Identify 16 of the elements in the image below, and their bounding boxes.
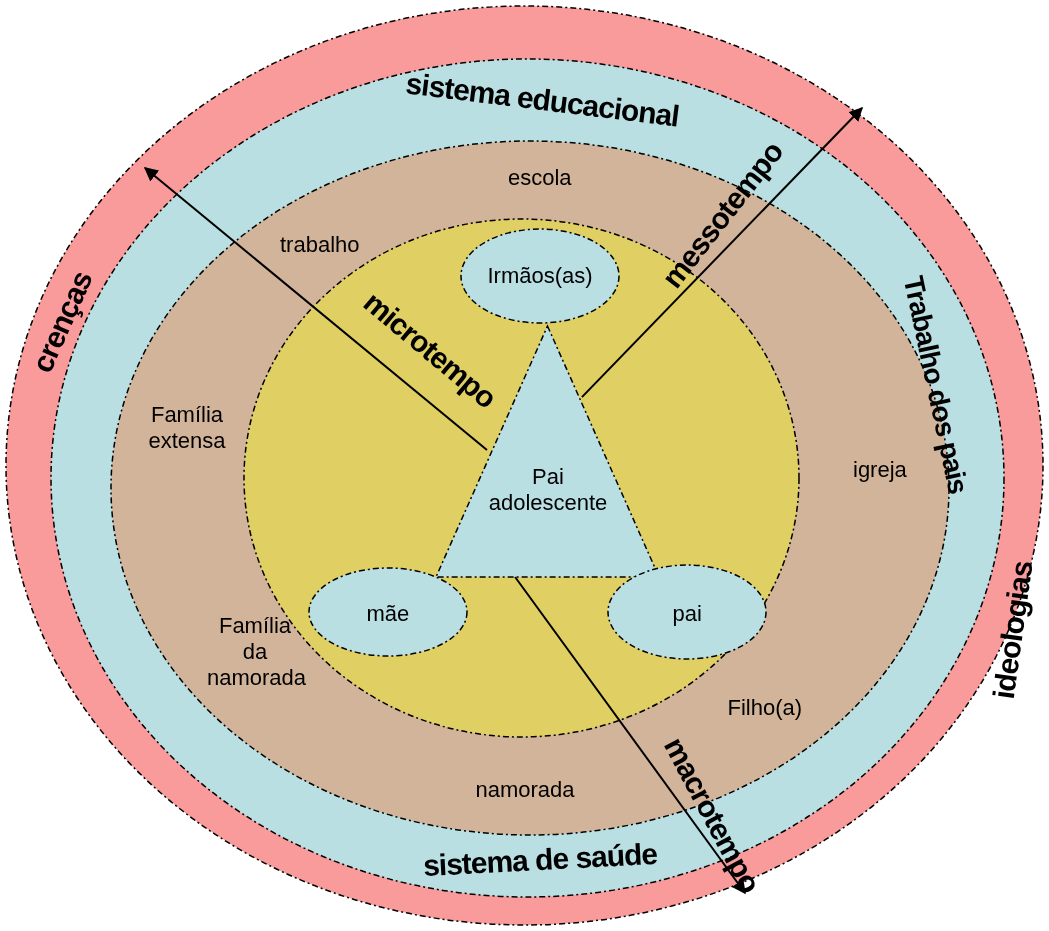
arrow [580, 107, 863, 399]
label-text: mãe [366, 601, 410, 628]
label-text: sistema educacional [403, 65, 681, 135]
label-text: Família extensa [147, 401, 227, 455]
label-text: pai [672, 601, 702, 628]
label-text: Filho(a) [727, 695, 803, 722]
label-text: trabalho [280, 232, 360, 259]
label-text: Pai adolescente [487, 463, 609, 517]
label-text: sistema de saúde [422, 835, 658, 885]
label-text: igreja [853, 457, 907, 484]
label-text: namorada [475, 777, 575, 804]
arrow [514, 576, 746, 895]
arrow [143, 167, 488, 451]
label-text: escola [508, 165, 572, 192]
label-text: Irmãos(as) [487, 263, 593, 290]
label-text: ideologias [985, 559, 1040, 701]
